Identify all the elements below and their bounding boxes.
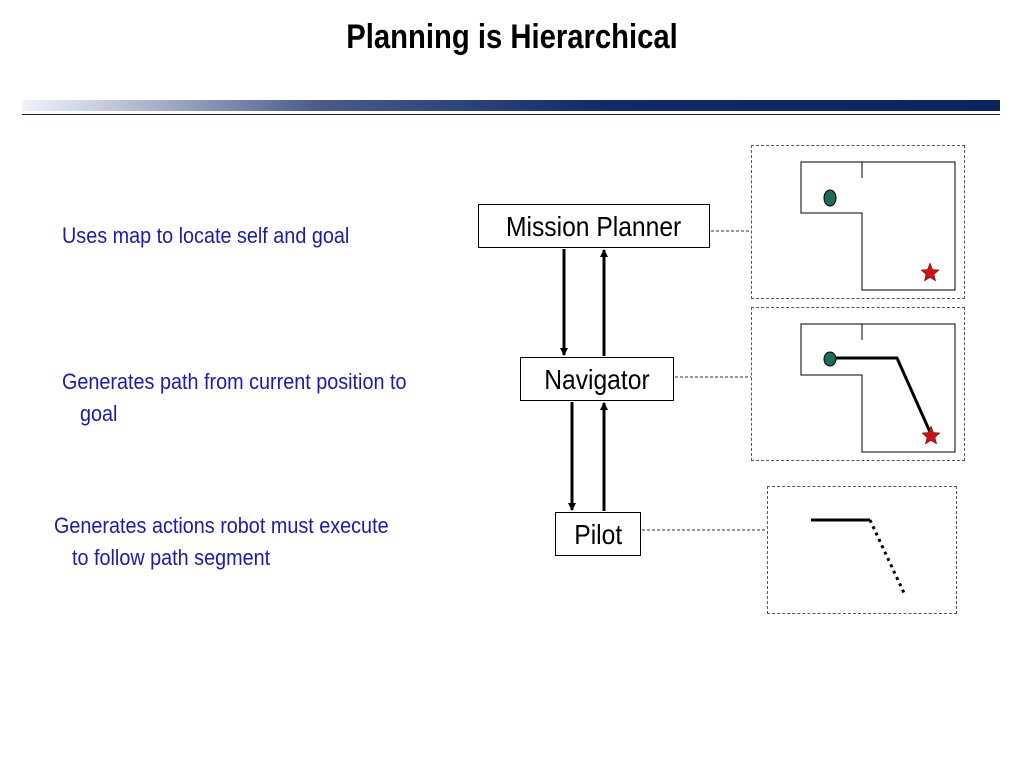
navigator-description-line1: Generates path from current position to — [62, 369, 407, 394]
robot-icon — [823, 189, 837, 207]
navigator-map — [800, 323, 956, 453]
mission-planner-description: Uses map to locate self and goal — [62, 220, 349, 252]
navigator-description: Generates path from current position to … — [62, 366, 406, 430]
pilot-node: Pilot — [555, 512, 641, 556]
goal-star-icon — [921, 425, 941, 445]
navigator-node: Navigator — [520, 357, 674, 401]
pilot-description-line2: to follow path segment — [72, 545, 271, 570]
planned-path — [830, 356, 932, 433]
goal-star-icon — [920, 262, 940, 282]
mission-planner-label: Mission Planner — [506, 211, 682, 242]
mission-planner-description-line1: Uses map to locate self and goal — [62, 223, 350, 248]
pilot-description: Generates actions robot must execute to … — [54, 510, 389, 574]
navigator-map-panel — [751, 307, 965, 461]
slide-title: Planning is Hierarchical — [346, 18, 678, 56]
pilot-description-line1: Generates actions robot must execute — [54, 513, 389, 538]
robot-icon — [823, 351, 837, 367]
pilot-label: Pilot — [574, 519, 622, 550]
navigator-description-line2: goal — [80, 401, 118, 426]
mission-planner-node: Mission Planner — [478, 204, 710, 248]
pilot-segment — [811, 518, 906, 594]
title-bar — [22, 100, 1000, 111]
next-segment — [868, 519, 906, 594]
mission-map — [800, 161, 956, 291]
navigator-label: Navigator — [544, 364, 650, 395]
title-rule — [22, 114, 1000, 115]
mission-map-panel — [751, 145, 965, 299]
pilot-segment-panel — [767, 486, 957, 614]
